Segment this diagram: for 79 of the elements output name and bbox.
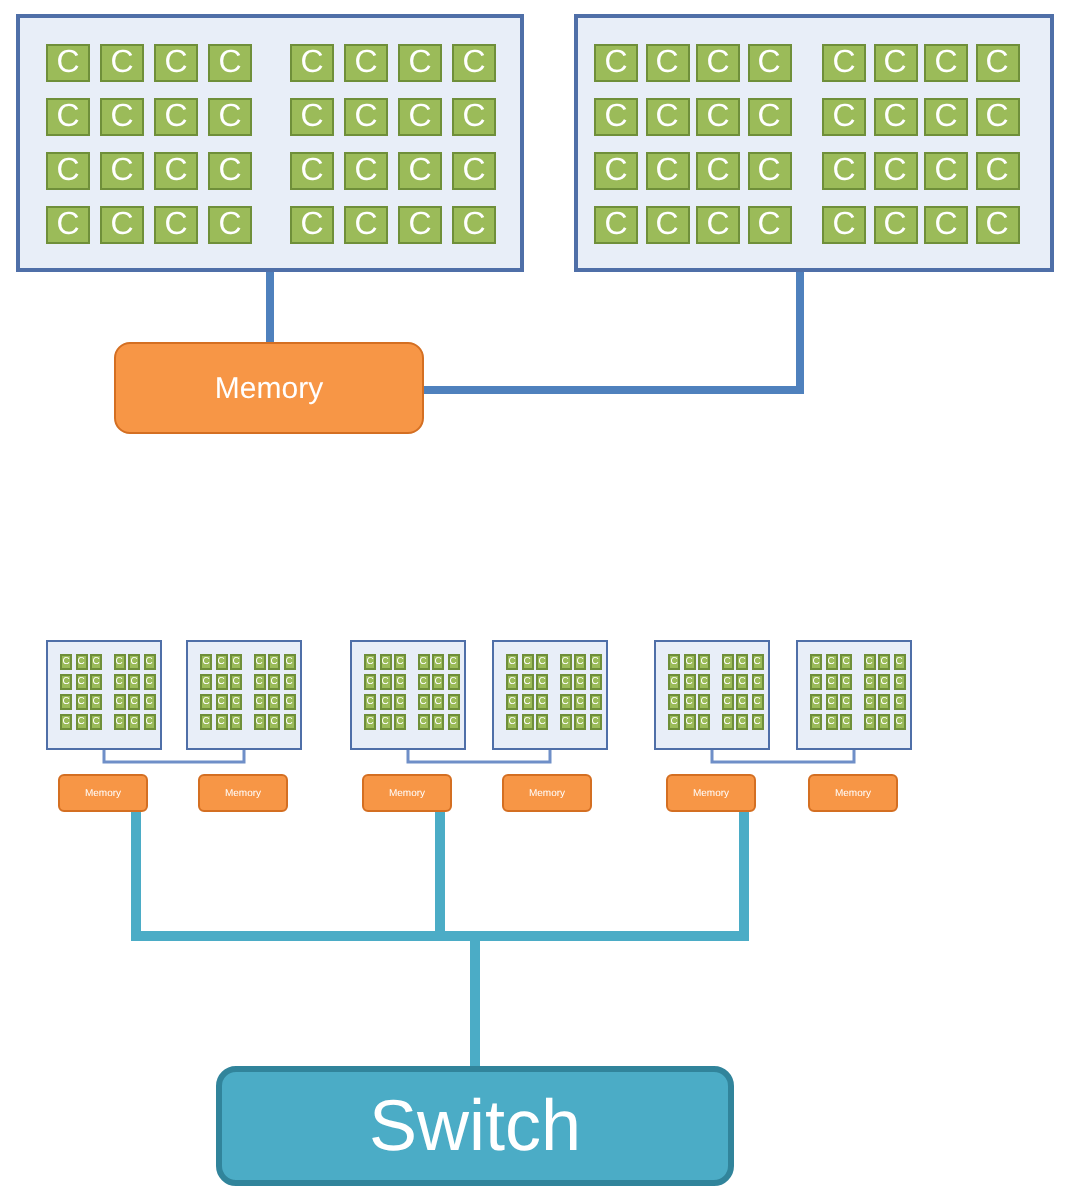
core-cell: C (822, 98, 866, 136)
core-cell: C (46, 98, 90, 136)
core-cell: C (100, 44, 144, 82)
core-cell: C (822, 206, 866, 244)
memory-box: Memory (114, 342, 424, 434)
core-cell: C (747, 98, 791, 136)
core-cell: C (452, 206, 496, 244)
core-cell: C (290, 44, 334, 82)
core-cell: C (344, 152, 388, 190)
core-cell: C (344, 98, 388, 136)
core-cell: C (46, 152, 90, 190)
connector-line (424, 272, 804, 394)
core-cell: C (290, 206, 334, 244)
core-cell: C (696, 206, 740, 244)
switch-box: Switch (216, 1066, 734, 1186)
processor-board (46, 640, 162, 750)
core-cell: C (154, 152, 198, 190)
core-cell: C (696, 152, 740, 190)
core-cell: C (208, 98, 252, 136)
core-cell: C (100, 152, 144, 190)
processor-board (796, 640, 912, 750)
core-cell: C (975, 152, 1019, 190)
core-cell: C (747, 206, 791, 244)
core-cell: C (645, 152, 689, 190)
processor-board (186, 640, 302, 750)
core-cell: C (46, 206, 90, 244)
core-cell: C (290, 98, 334, 136)
core-cell: C (208, 152, 252, 190)
core-cell: C (208, 44, 252, 82)
core-cell: C (645, 206, 689, 244)
core-cell: C (208, 206, 252, 244)
core-cell: C (975, 44, 1019, 82)
processor-board (654, 640, 770, 750)
core-cell: C (594, 98, 638, 136)
core-cell: C (645, 44, 689, 82)
core-cell: C (398, 206, 442, 244)
core-cell: C (398, 44, 442, 82)
connector-line (406, 750, 552, 764)
core-cell: C (398, 152, 442, 190)
core-cell: C (924, 152, 968, 190)
core-cell: C (344, 44, 388, 82)
processor-board (492, 640, 608, 750)
processor-board (350, 640, 466, 750)
core-cell: C (873, 206, 917, 244)
core-cell: C (924, 206, 968, 244)
core-cell: C (46, 44, 90, 82)
core-cell: C (696, 98, 740, 136)
core-cell: C (594, 44, 638, 82)
core-cell: C (452, 98, 496, 136)
connector-line (266, 272, 274, 342)
core-cell: C (398, 98, 442, 136)
core-cell: C (100, 98, 144, 136)
core-cell: C (594, 206, 638, 244)
core-cell: C (154, 98, 198, 136)
connector-line (710, 750, 856, 764)
core-cell: C (344, 206, 388, 244)
connector-line (102, 750, 246, 764)
core-cell: C (975, 206, 1019, 244)
core-cell: C (975, 98, 1019, 136)
core-cell: C (645, 98, 689, 136)
core-cell: C (822, 152, 866, 190)
processor-board (16, 14, 524, 272)
core-cell: C (696, 44, 740, 82)
core-cell: C (873, 152, 917, 190)
core-cell: C (924, 44, 968, 82)
processor-board (574, 14, 1054, 272)
core-cell: C (747, 44, 791, 82)
core-cell: C (873, 98, 917, 136)
core-cell: C (873, 44, 917, 82)
core-cell: C (100, 206, 144, 244)
core-cell: C (452, 44, 496, 82)
core-cell: C (822, 44, 866, 82)
core-cell: C (452, 152, 496, 190)
core-cell: C (924, 98, 968, 136)
core-cell: C (290, 152, 334, 190)
core-cell: C (747, 152, 791, 190)
core-cell: C (154, 44, 198, 82)
core-cell: C (594, 152, 638, 190)
core-cell: C (154, 206, 198, 244)
